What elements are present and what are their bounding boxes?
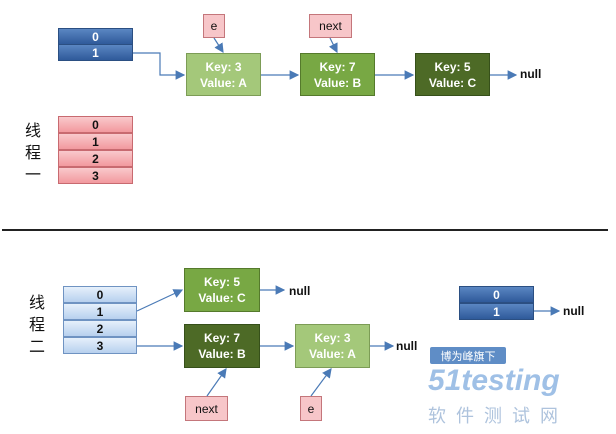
- node-key3-bottom: Key: 3 Value: A: [295, 324, 370, 368]
- node-key3-top: Key: 3 Value: A: [186, 53, 261, 96]
- top-array-cell-1: 1: [58, 44, 133, 61]
- null-bottom-row2: null: [396, 339, 418, 353]
- thread-char: 线: [28, 293, 45, 312]
- watermark-badge: 博为峰旗下: [430, 347, 506, 364]
- watermark-logo: 51testing: [428, 364, 560, 397]
- node-value: Value: A: [309, 347, 356, 361]
- node-key: Key: 7: [203, 331, 241, 345]
- light-array-cell-3: 3: [63, 337, 137, 354]
- node-key: Key: 3: [314, 331, 351, 345]
- right-array-cell-0: 0: [459, 286, 534, 303]
- thread-char: 二: [28, 337, 45, 356]
- watermark-subtitle: 软件测试网: [428, 406, 568, 426]
- pink-array-cell-1: 1: [58, 133, 133, 150]
- node-value: Value: B: [198, 347, 246, 361]
- node-key7-top: Key: 7 Value: B: [300, 53, 375, 96]
- node-value: Value: B: [313, 75, 362, 90]
- node-value: Value: C: [198, 291, 246, 305]
- node-key5-top: Key: 5 Value: C: [415, 53, 490, 96]
- tag-next-bottom: next: [185, 396, 228, 421]
- node-key: Key: 3: [205, 59, 242, 74]
- tag-next-top: next: [309, 14, 352, 38]
- light-array-cell-0: 0: [63, 286, 137, 303]
- thread-one-label: 线 程 一: [24, 120, 42, 186]
- thread-two-label: 线 程 二: [28, 292, 46, 358]
- node-key5-bottom: Key: 5 Value: C: [184, 268, 260, 312]
- tag-e-top: e: [203, 14, 225, 38]
- null-top: null: [520, 67, 542, 81]
- thread-char: 线: [24, 121, 41, 140]
- node-value: Value: A: [200, 75, 247, 90]
- node-key: Key: 5: [203, 275, 241, 289]
- tag-e-bottom: e: [300, 396, 322, 421]
- light-array-cell-2: 2: [63, 320, 137, 337]
- node-value: Value: C: [428, 75, 477, 90]
- node-key7-bottom: Key: 7 Value: B: [184, 324, 260, 368]
- section-divider: [2, 229, 608, 231]
- null-right: null: [563, 304, 585, 318]
- null-bottom-row1: null: [289, 284, 311, 298]
- node-key: Key: 5: [434, 59, 471, 74]
- light-array-cell-1: 1: [63, 303, 137, 320]
- pink-array-cell-2: 2: [58, 150, 133, 167]
- pink-array-cell-0: 0: [58, 116, 133, 133]
- thread-char: 一: [24, 165, 41, 184]
- pink-array-cell-3: 3: [58, 167, 133, 184]
- thread-char: 程: [28, 315, 45, 334]
- node-key: Key: 7: [319, 59, 356, 74]
- right-array-cell-1: 1: [459, 303, 534, 320]
- thread-char: 程: [24, 143, 41, 162]
